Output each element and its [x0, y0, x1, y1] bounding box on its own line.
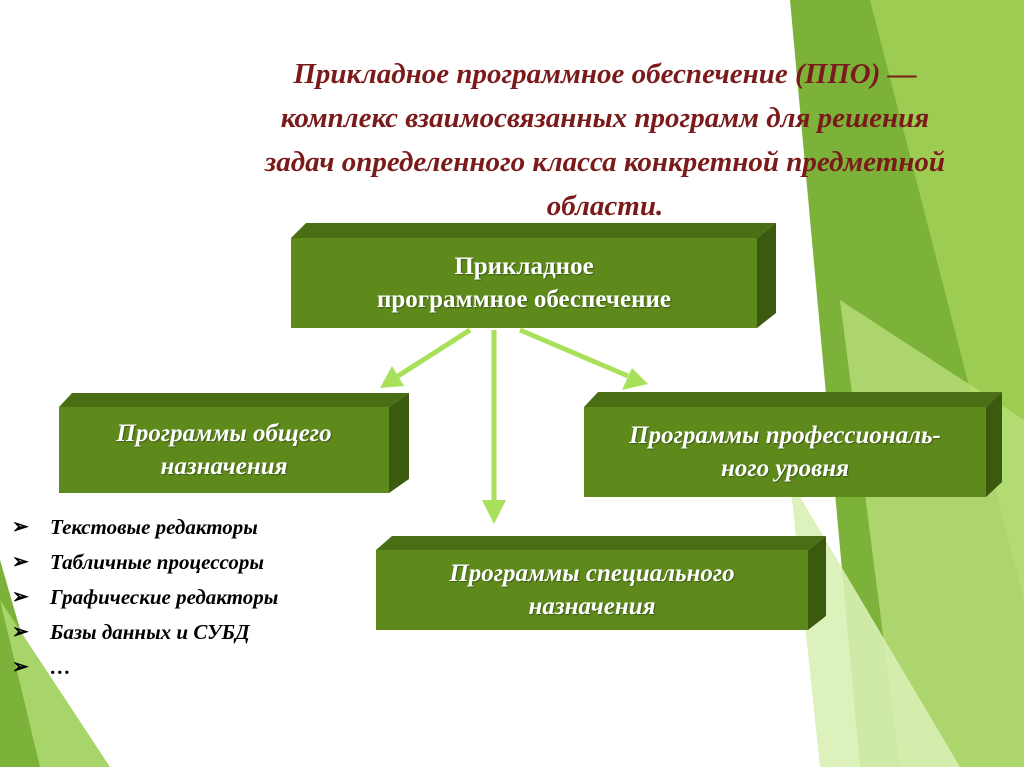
title-line-1: Прикладное программное обеспечение (ППО)… [293, 58, 917, 90]
list-item-text: Базы данных и СУБД [50, 620, 250, 644]
root-node: Прикладное программное обеспечение [291, 238, 757, 328]
general-purpose-node: Программы общего назначения [59, 407, 389, 493]
special-purpose-node: Программы специального назначения [376, 550, 808, 630]
root-node-line-1: Прикладное [454, 253, 594, 280]
deco-triangle-left-light [0, 600, 110, 767]
list-item-text: … [50, 655, 71, 679]
special-node-line-2: назначения [528, 593, 656, 620]
list-item-text: Табличные процессоры [50, 550, 264, 574]
arrow-bullet-icon: ➢ [12, 551, 29, 573]
definition-title: Прикладное программное обеспечение (ППО)… [190, 52, 1020, 228]
general-box-top [59, 393, 409, 407]
special-node-line-1: Программы специального [449, 560, 735, 587]
list-item: ➢ Базы данных и СУБД [12, 615, 278, 650]
special-box-side [808, 536, 826, 630]
title-line-4: области. [546, 190, 664, 222]
general-node-line-1: Программы общего [116, 420, 332, 447]
arrow-bullet-icon: ➢ [12, 656, 29, 678]
root-box-side [757, 223, 776, 328]
professional-box-top [584, 392, 1002, 407]
general-node-line-2: назначения [160, 453, 288, 480]
special-box-front [376, 550, 808, 630]
deco-triangle-right-pale [790, 480, 960, 767]
title-line-3: задач определенного класса конкретной пр… [264, 146, 946, 178]
professional-node-line-1: Программы профессиональ- [629, 422, 941, 449]
professional-level-node: Программы профессиональ- ного уровня [584, 407, 986, 497]
arrow-to-special-head [482, 500, 506, 524]
list-item: ➢ Графические редакторы [12, 580, 278, 615]
root-box-top [291, 223, 776, 238]
professional-box-front [584, 407, 986, 497]
professional-node-line-2: ного уровня [720, 455, 850, 482]
professional-box-side [986, 392, 1002, 497]
special-box-top [376, 536, 826, 550]
general-programs-list: ➢ Текстовые редакторы ➢ Табличные процессо… [12, 510, 278, 685]
list-item: ➢… [12, 650, 278, 685]
arrow-to-general [396, 327, 472, 379]
root-node-line-2: программное обеспечение [376, 286, 672, 313]
title-line-2: комплекс взаимосвязанных программ для ре… [280, 102, 930, 134]
list-item: ➢ Текстовые редакторы [12, 510, 278, 545]
general-box-front [59, 407, 389, 493]
arrow-bullet-icon: ➢ [12, 586, 29, 608]
list-item-text: Текстовые редакторы [50, 515, 258, 539]
list-item: ➢ Табличные процессоры [12, 545, 278, 580]
general-box-side [389, 393, 409, 493]
arrow-bullet-icon: ➢ [12, 621, 29, 643]
arrow-to-professional-head [622, 368, 648, 390]
arrow-bullet-icon: ➢ [12, 516, 29, 538]
arrow-to-professional [519, 327, 629, 379]
root-box-front [291, 238, 757, 328]
arrow-to-general-head [380, 366, 404, 388]
list-item-text: Графические редакторы [50, 585, 279, 609]
